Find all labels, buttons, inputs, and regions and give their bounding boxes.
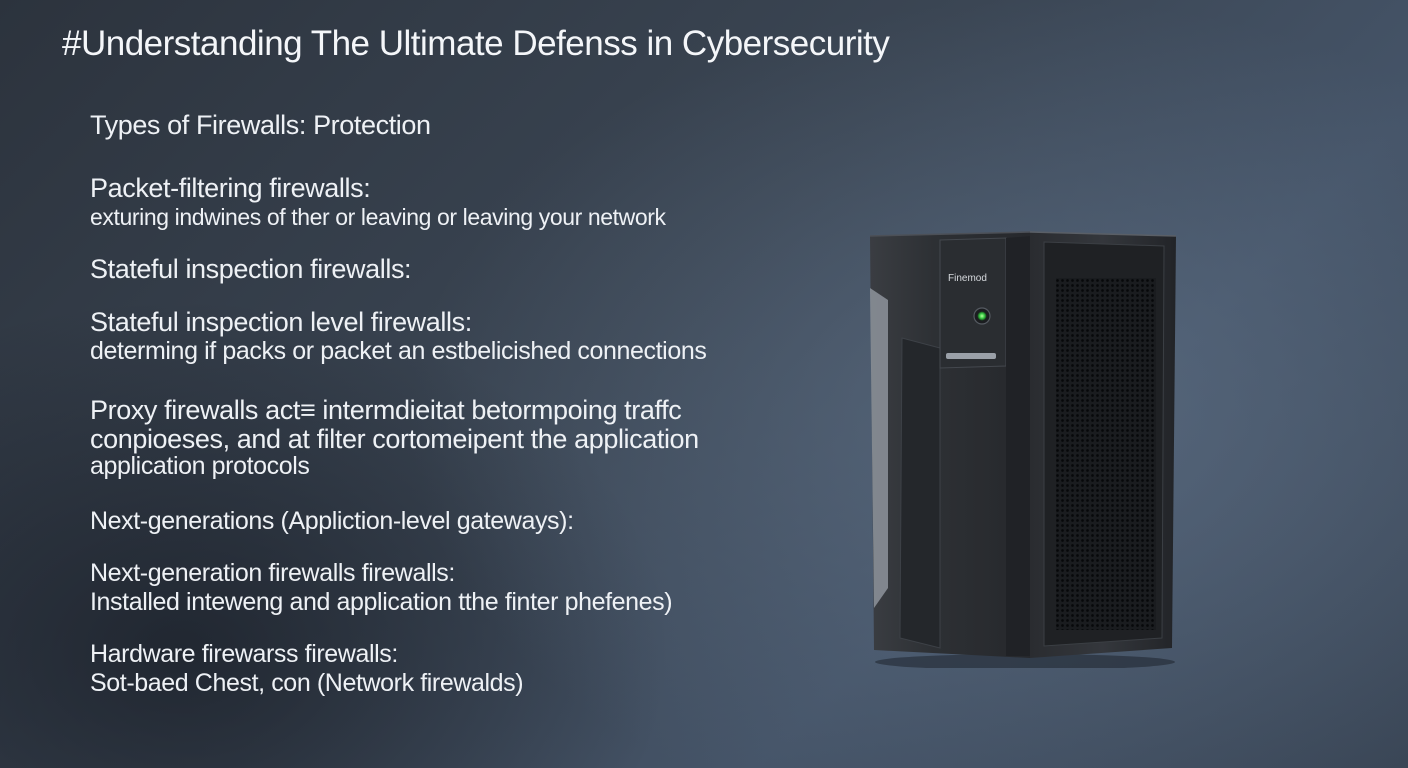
section-description: conpioeses, and at filter cortomeipent t… — [90, 424, 699, 454]
section-heading: Packet-filtering firewalls: — [90, 173, 371, 203]
section-heading: Next-generation firewalls firewalls: — [90, 559, 455, 587]
power-led-icon — [977, 311, 987, 321]
section-description: Sot-baed Chest, con (Network firewalds) — [90, 669, 524, 697]
section-description: Installed inteweng and application tthe … — [90, 588, 673, 616]
section-heading: Stateful inspection level firewalls: — [90, 307, 472, 337]
slide-title: #Understanding The Ultimate Defenss in C… — [62, 24, 890, 63]
section-description: exturing indwines of ther or leaving or … — [90, 204, 666, 230]
section-description: determing if packs or packet an estbelic… — [90, 337, 707, 365]
section-heading: Stateful inspection firewalls: — [90, 254, 412, 284]
section-description: application protocols — [90, 452, 310, 480]
section-heading: Hardware firewarss firewalls: — [90, 640, 398, 668]
device-label: Finemod — [948, 273, 987, 284]
section-heading: Next-generations (Appliction-level gatew… — [90, 507, 574, 535]
section-heading: Proxy firewalls act≡ intermdieitat betor… — [90, 395, 682, 425]
section-heading: Types of Firewalls: Protection — [90, 110, 431, 140]
firewall-appliance-image: Finemod — [860, 228, 1180, 670]
